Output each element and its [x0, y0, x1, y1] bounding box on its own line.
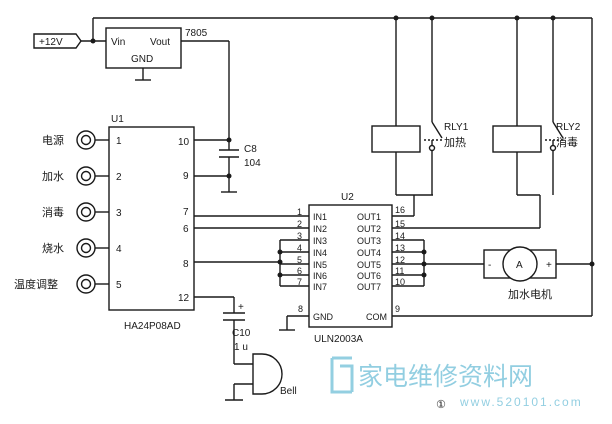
relay1-ref: RLY1: [444, 122, 469, 133]
mcu-pin-6: 6: [183, 224, 189, 235]
driver-u2: U2 ULN2003A IN1 IN2 IN3 IN4 IN5 IN6 IN7 …: [297, 192, 405, 345]
watermark-logo-icon: [330, 356, 354, 394]
supply-label: +12V: [39, 37, 63, 48]
mcu-pin-2: 2: [116, 172, 122, 183]
motor-plus: +: [546, 260, 552, 271]
watermark-site: 家电维修资料网: [358, 362, 533, 391]
motor-symbol: A: [516, 260, 523, 271]
motor-icon: [502, 246, 538, 282]
input-connectors: 电源 1 加水 2 消毒 3 烧水 4 温度调整 5: [14, 130, 122, 294]
driver-out-label: OUT7: [357, 282, 381, 292]
driver-out-label: OUT3: [357, 236, 381, 246]
driver-ref: U2: [341, 192, 354, 203]
c8-ref: C8: [244, 144, 257, 155]
driver-out-pin: 13: [395, 243, 405, 253]
driver-in-label: IN3: [313, 236, 327, 246]
relay1-function: 加热: [444, 136, 466, 149]
driver-in-label: IN1: [313, 212, 327, 222]
driver-out-pin: 16: [395, 205, 405, 215]
relay2-ref: RLY2: [556, 122, 581, 133]
mcu-pin-9: 9: [183, 171, 189, 182]
mcu-part: HA24P08AD: [124, 321, 181, 332]
driver-in-pin: 6: [297, 266, 302, 276]
relay-rly1: RLY1 加热: [371, 18, 469, 196]
driver-ground: [279, 315, 309, 331]
mcu-to-driver: [194, 215, 309, 287]
driver-com-label: COM: [366, 312, 387, 322]
motor-label: 加水电机: [508, 287, 552, 301]
input-label-4: 烧水: [42, 242, 64, 255]
junction: [90, 38, 96, 44]
buzzer-circuit: + C10 1 u Bell: [194, 296, 297, 401]
voltage-regulator: Vin Vout GND 7805: [105, 27, 208, 81]
driver-in-label: IN5: [313, 260, 327, 270]
driver-in-label: IN2: [313, 224, 327, 234]
c10-ref: C10: [232, 328, 251, 339]
bell-label: Bell: [280, 386, 297, 397]
driver-out-pin: 11: [395, 266, 404, 276]
driver-gnd-pin: 8: [298, 304, 303, 314]
c8-value: 104: [244, 158, 261, 169]
mcu-ref: U1: [111, 114, 124, 125]
mcu-pin-7: 7: [183, 207, 189, 218]
driver-in-pin: 1: [297, 207, 302, 217]
driver-in-pin: 3: [297, 231, 302, 241]
mcu-pin-5: 5: [116, 280, 122, 291]
c10-polarity: +: [238, 302, 244, 313]
mcu-pin-1: 1: [116, 136, 122, 147]
regulator-part: 7805: [185, 28, 208, 39]
driver-in-pin: 2: [297, 219, 302, 229]
mcu-pin-4: 4: [116, 244, 122, 255]
driver-out-pin: 12: [395, 255, 405, 265]
input-label-1: 电源: [42, 133, 64, 147]
driver-out-label: OUT6: [357, 271, 381, 281]
mcu-pin-8: 8: [183, 259, 189, 270]
mcu-right-pins: 10 9 7 6 8 12: [178, 137, 190, 304]
input-label-5: 温度调整: [14, 277, 58, 291]
driver-in-label: IN7: [313, 282, 327, 292]
driver-in-pin: 5: [297, 255, 302, 265]
driver-out-label: OUT2: [357, 224, 381, 234]
c10-value: 1 u: [234, 342, 248, 353]
driver-com-pin: 9: [395, 304, 400, 314]
mcu-pin-3: 3: [116, 208, 122, 219]
driver-in-label: IN4: [313, 248, 327, 258]
regulator-vin: Vin: [111, 37, 125, 48]
driver-out-pin: 10: [395, 277, 405, 287]
decoupling-c8: C8 104: [194, 126, 261, 193]
driver-in-pin: 7: [297, 277, 302, 287]
driver-out-label: OUT1: [357, 212, 381, 222]
driver-out-pin: 15: [395, 219, 405, 229]
input-label-3: 消毒: [42, 205, 64, 219]
figure-number: ①: [436, 398, 446, 411]
supply-rail: [81, 17, 592, 126]
driver-in-label: IN6: [313, 271, 327, 281]
driver-in-pin: 4: [297, 243, 302, 253]
driver-gnd-label: GND: [313, 312, 334, 322]
motor-minus: -: [488, 260, 491, 271]
regulator-vout: Vout: [150, 37, 170, 48]
relay2-function: 消毒: [556, 135, 578, 149]
regulator-gnd: GND: [131, 54, 153, 65]
relay-rly2: RLY2 消毒: [492, 18, 581, 196]
driver-part: ULN2003A: [314, 334, 363, 345]
watermark: 家电维修资料网 www.520101.com ①: [330, 356, 583, 411]
bell-icon: [252, 353, 283, 395]
driver-out-label: OUT5: [357, 260, 381, 270]
driver-out-label: OUT4: [357, 248, 381, 258]
water-motor: A - + 加水电机: [483, 246, 592, 301]
input-label-2: 加水: [42, 170, 64, 183]
driver-out-pin: 14: [395, 231, 405, 241]
driver-outputs: [392, 18, 595, 317]
power-terminal: +12V: [33, 33, 82, 49]
mcu-u1: U1 HA24P08AD: [108, 114, 195, 332]
watermark-url: www.520101.com: [459, 395, 583, 409]
mcu-pin-12: 12: [178, 293, 190, 304]
mcu-pin-10: 10: [178, 137, 190, 148]
